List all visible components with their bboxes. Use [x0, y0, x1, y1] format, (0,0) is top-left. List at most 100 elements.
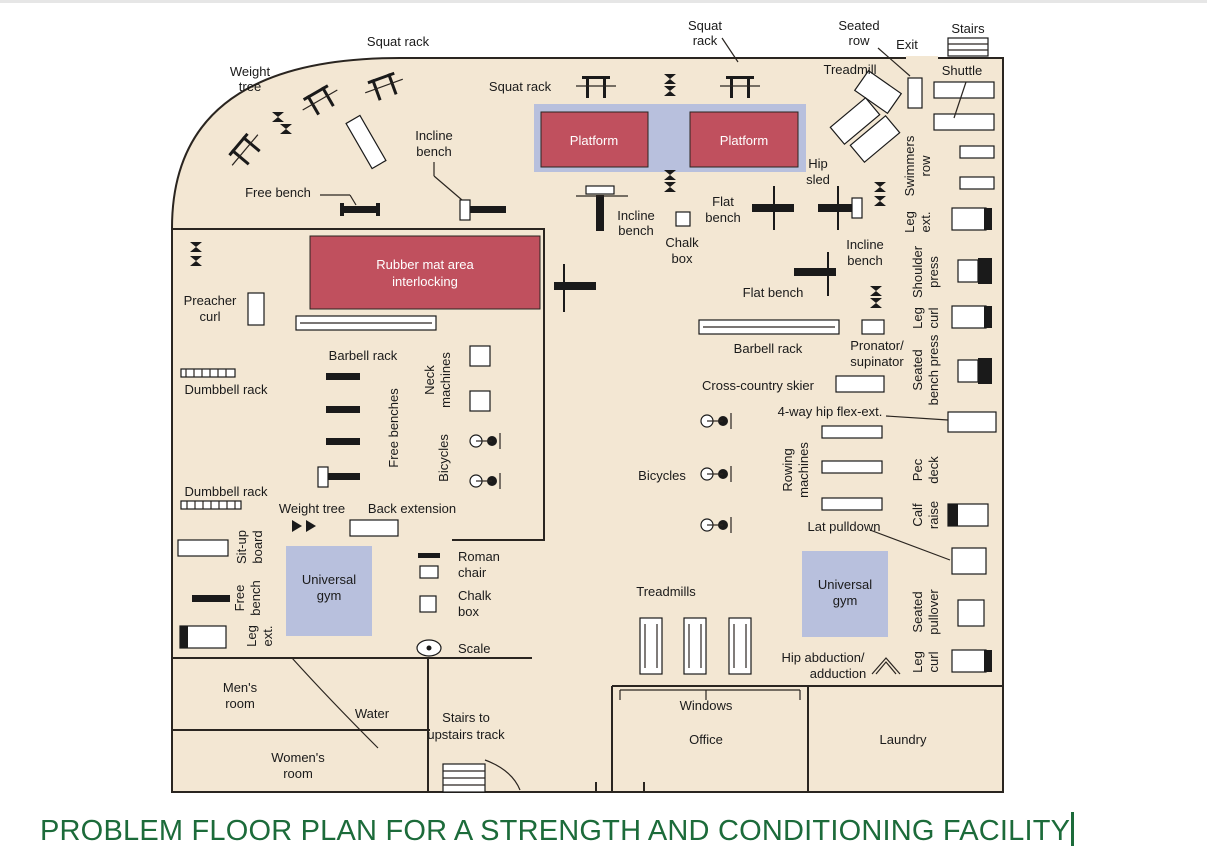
- leg-ext-label: ext.: [260, 626, 275, 647]
- incline-bench-label: bench: [847, 253, 882, 268]
- exit-stairs: [906, 37, 989, 60]
- back-extension-label: Back extension: [368, 501, 456, 516]
- sit-up-board-label: Sit-up: [234, 530, 249, 564]
- leg-curl-label: curl: [926, 307, 941, 328]
- pec-deck-label: deck: [926, 456, 941, 484]
- hip-abduction-icon: [871, 657, 901, 675]
- squat-rack-label: Squat rack: [367, 34, 430, 49]
- universal-gym-1-label-1: Universal: [302, 572, 356, 587]
- exit-label: Exit: [896, 37, 918, 52]
- squat-rack-label: rack: [693, 33, 718, 48]
- text-cursor: [1071, 812, 1075, 846]
- hip-flex-label: 4-way hip flex-ext.: [778, 404, 883, 419]
- barbell-rack-icon: [295, 315, 840, 335]
- flat-bench-label: bench: [705, 210, 740, 225]
- preacher-curl-label: curl: [200, 309, 221, 324]
- free-bench-label: Free: [232, 585, 247, 612]
- seated-bench-press-label: Seated: [910, 349, 925, 390]
- calf-raise-label: raise: [926, 501, 941, 529]
- leg-ext-label: Leg: [902, 211, 917, 233]
- seated-pullover-label: Seated: [910, 591, 925, 632]
- caption-text: PROBLEM FLOOR PLAN FOR A STRENGTH AND CO…: [40, 815, 1071, 847]
- shuttle-label: Shuttle: [942, 63, 982, 78]
- platform-1-label: Platform: [570, 133, 618, 148]
- leg-curl-label: curl: [926, 651, 941, 672]
- dumbbell-rack-label: Dumbbell rack: [184, 382, 268, 397]
- platform-2-label: Platform: [720, 133, 768, 148]
- weight-tree-label: Weight tree: [279, 501, 345, 516]
- lat-pulldown-label: Lat pulldown: [808, 519, 881, 534]
- sit-up-board-label: board: [250, 530, 265, 563]
- leg-ext-label: ext.: [918, 212, 933, 233]
- calf-raise-label: Calf: [910, 503, 925, 527]
- rubber-mat-area: [309, 235, 541, 310]
- dumbbell-rack-icon: [180, 368, 242, 510]
- squat-rack-icon: [228, 71, 760, 166]
- interior-walls: [172, 228, 1003, 792]
- chalk-box-label: box: [458, 604, 479, 619]
- pronator-supinator-label: supinator: [850, 354, 904, 369]
- pronator-supinator-label: Pronator/: [850, 338, 904, 353]
- rowing-machines-label: Rowing: [780, 448, 795, 491]
- treadmill-icon: [639, 69, 903, 675]
- squat-rack-label: Squat rack: [489, 79, 552, 94]
- chalk-box-label: Chalk: [665, 235, 699, 250]
- hip-abduction-label: Hip abduction/: [781, 650, 864, 665]
- roman-chair-label: Roman: [458, 549, 500, 564]
- bicycle-icon: [469, 413, 732, 533]
- free-benches-label: Free benches: [386, 388, 401, 468]
- cross-country-skier-label: Cross-country skier: [702, 378, 815, 393]
- squat-rack-label: Squat: [688, 18, 722, 33]
- incline-bench-label: bench: [416, 144, 451, 159]
- universal-gym-2-label-1: Universal: [818, 577, 872, 592]
- universal-gym-1-label-2: gym: [317, 588, 342, 603]
- free-bench-label: Free bench: [245, 185, 311, 200]
- seated-row-label: Seated: [838, 18, 879, 33]
- chalk-box-label: box: [672, 251, 693, 266]
- incline-bench-label: Incline: [415, 128, 453, 143]
- platform-1: [540, 111, 649, 168]
- leg-curl-label: Leg: [910, 651, 925, 673]
- hip-sled-label: Hip: [808, 156, 828, 171]
- rubber-mat-label-2: interlocking: [392, 274, 458, 289]
- incline-bench-label: Incline: [846, 237, 884, 252]
- barbell-rack-label: Barbell rack: [734, 341, 803, 356]
- mens-room-label: room: [225, 696, 255, 711]
- top-border: [0, 0, 1207, 3]
- dumbbell-rack-label: Dumbbell rack: [184, 484, 268, 499]
- labels: Squat rack Squat rack Squat rack Weight …: [184, 18, 985, 781]
- leg-ext-label: Leg: [244, 625, 259, 647]
- chalk-box-label: Chalk: [458, 588, 492, 603]
- machine-icon: [177, 77, 997, 673]
- laundry-label: Laundry: [880, 732, 927, 747]
- office-label: Office: [689, 732, 723, 747]
- treadmill-label: Treadmill: [824, 62, 877, 77]
- universal-gym-1: [286, 546, 372, 636]
- scale-label: Scale: [458, 641, 491, 656]
- bench-icon: [192, 185, 863, 602]
- hip-abduction-label: adduction: [810, 666, 866, 681]
- stairs-to-track-label: upstairs track: [427, 727, 505, 742]
- barbell-rack-label: Barbell rack: [329, 348, 398, 363]
- weight-tree-label: tree: [239, 79, 261, 94]
- seated-bench-press-label: bench press: [926, 334, 941, 405]
- rubber-mat-label-1: Rubber mat area: [376, 257, 474, 272]
- leg-curl-label: Leg: [910, 307, 925, 329]
- universal-gym-2-label-2: gym: [833, 593, 858, 608]
- womens-room-label: room: [283, 766, 313, 781]
- womens-room-label: Women's: [271, 750, 325, 765]
- stairs-label: Stairs: [951, 21, 985, 36]
- neck-machines-label: Neck: [422, 365, 437, 395]
- neck-machines-label: machines: [438, 352, 453, 408]
- windows-label: Windows: [680, 698, 733, 713]
- hip-sled-label: sled: [806, 172, 830, 187]
- rowing-machines-label: machines: [796, 442, 811, 498]
- bicycles-label: Bicycles: [436, 434, 451, 482]
- incline-bench-label: Incline: [617, 208, 655, 223]
- leader-lines: [320, 37, 967, 561]
- floor-plan: Platform Platform Rubber mat area interl…: [171, 18, 1004, 793]
- roman-chair-label: chair: [458, 565, 487, 580]
- incline-bench-icon: [345, 114, 387, 170]
- swimmers-row-label: Swimmers: [902, 135, 917, 196]
- track-stairs: [442, 763, 486, 793]
